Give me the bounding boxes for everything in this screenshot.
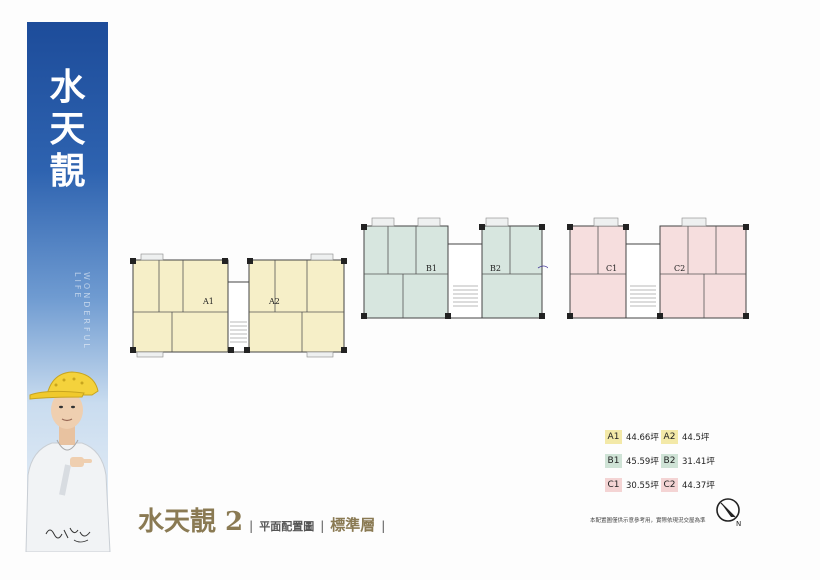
banner-vertical-text: WONDERFUL LIFE bbox=[73, 272, 91, 351]
spokesperson-image bbox=[25, 371, 111, 552]
floor-plan-a: A1 A2 bbox=[127, 252, 349, 360]
floor-plan-b: B1 B2 bbox=[358, 214, 548, 324]
document-title-floor: 標準層 bbox=[330, 516, 376, 534]
legend-item: A2 44.5坪 bbox=[661, 427, 717, 447]
document-title-plan: 平面配置圖 bbox=[259, 520, 315, 533]
legend-code: B1 bbox=[605, 454, 622, 468]
unit-c1-label: C1 bbox=[606, 264, 617, 273]
north-compass-icon: N bbox=[716, 498, 741, 527]
banner-title-char-2: 天 bbox=[49, 109, 86, 150]
title-separator: | bbox=[320, 519, 325, 533]
unit-c2-label: C2 bbox=[674, 264, 685, 273]
title-separator: | bbox=[381, 519, 386, 533]
legend-area: 44.37坪 bbox=[682, 481, 715, 491]
legend-row: C1 30.55坪 C2 44.37坪 bbox=[605, 475, 717, 495]
legend-area: 30.55坪 bbox=[626, 481, 659, 491]
legend-row: A1 44.66坪 A2 44.5坪 bbox=[605, 427, 717, 447]
legend-row: B1 45.59坪 B2 31.41坪 bbox=[605, 451, 717, 471]
legend-item: A1 44.66坪 bbox=[605, 427, 661, 447]
banner-title-char-1: 水 bbox=[49, 67, 86, 108]
legend-item: B1 45.59坪 bbox=[605, 451, 661, 471]
legend-code: C1 bbox=[605, 478, 622, 492]
disclaimer-note: 本配置圖僅供示意參考用，實際依現況交屋為準 bbox=[590, 518, 706, 524]
legend-area: 44.5坪 bbox=[682, 433, 710, 443]
title-separator: | bbox=[249, 519, 254, 533]
legend-area: 31.41坪 bbox=[682, 457, 715, 467]
unit-b2-label: B2 bbox=[490, 264, 501, 273]
legend-area: 44.66坪 bbox=[626, 433, 659, 443]
legend-item: C1 30.55坪 bbox=[605, 475, 661, 495]
signature bbox=[45, 527, 91, 543]
floor-plan-c: C1 C2 bbox=[564, 214, 754, 324]
unit-b1-label: B1 bbox=[426, 264, 437, 273]
legend-code: A2 bbox=[661, 430, 678, 444]
unit-area-legend: A1 44.66坪 A2 44.5坪 B1 45.59坪 B2 31.41坪 C… bbox=[605, 427, 717, 499]
compass-label: N bbox=[736, 520, 741, 527]
legend-item: B2 31.41坪 bbox=[661, 451, 717, 471]
legend-item: C2 44.37坪 bbox=[661, 475, 717, 495]
legend-area: 45.59坪 bbox=[626, 457, 659, 467]
document-title-main: 水天靚 2 bbox=[138, 507, 244, 537]
banner-title-char-3: 靚 bbox=[49, 151, 86, 192]
unit-a1-label: A1 bbox=[202, 297, 214, 306]
document-title: 水天靚 2 | 平面配置圖 | 標準層 | bbox=[138, 501, 391, 537]
banner-title: 水 天 靚 bbox=[27, 67, 108, 193]
unit-a2-label: A2 bbox=[268, 297, 280, 306]
legend-code: B2 bbox=[661, 454, 678, 468]
legend-code: A1 bbox=[605, 430, 622, 444]
legend-code: C2 bbox=[661, 478, 678, 492]
